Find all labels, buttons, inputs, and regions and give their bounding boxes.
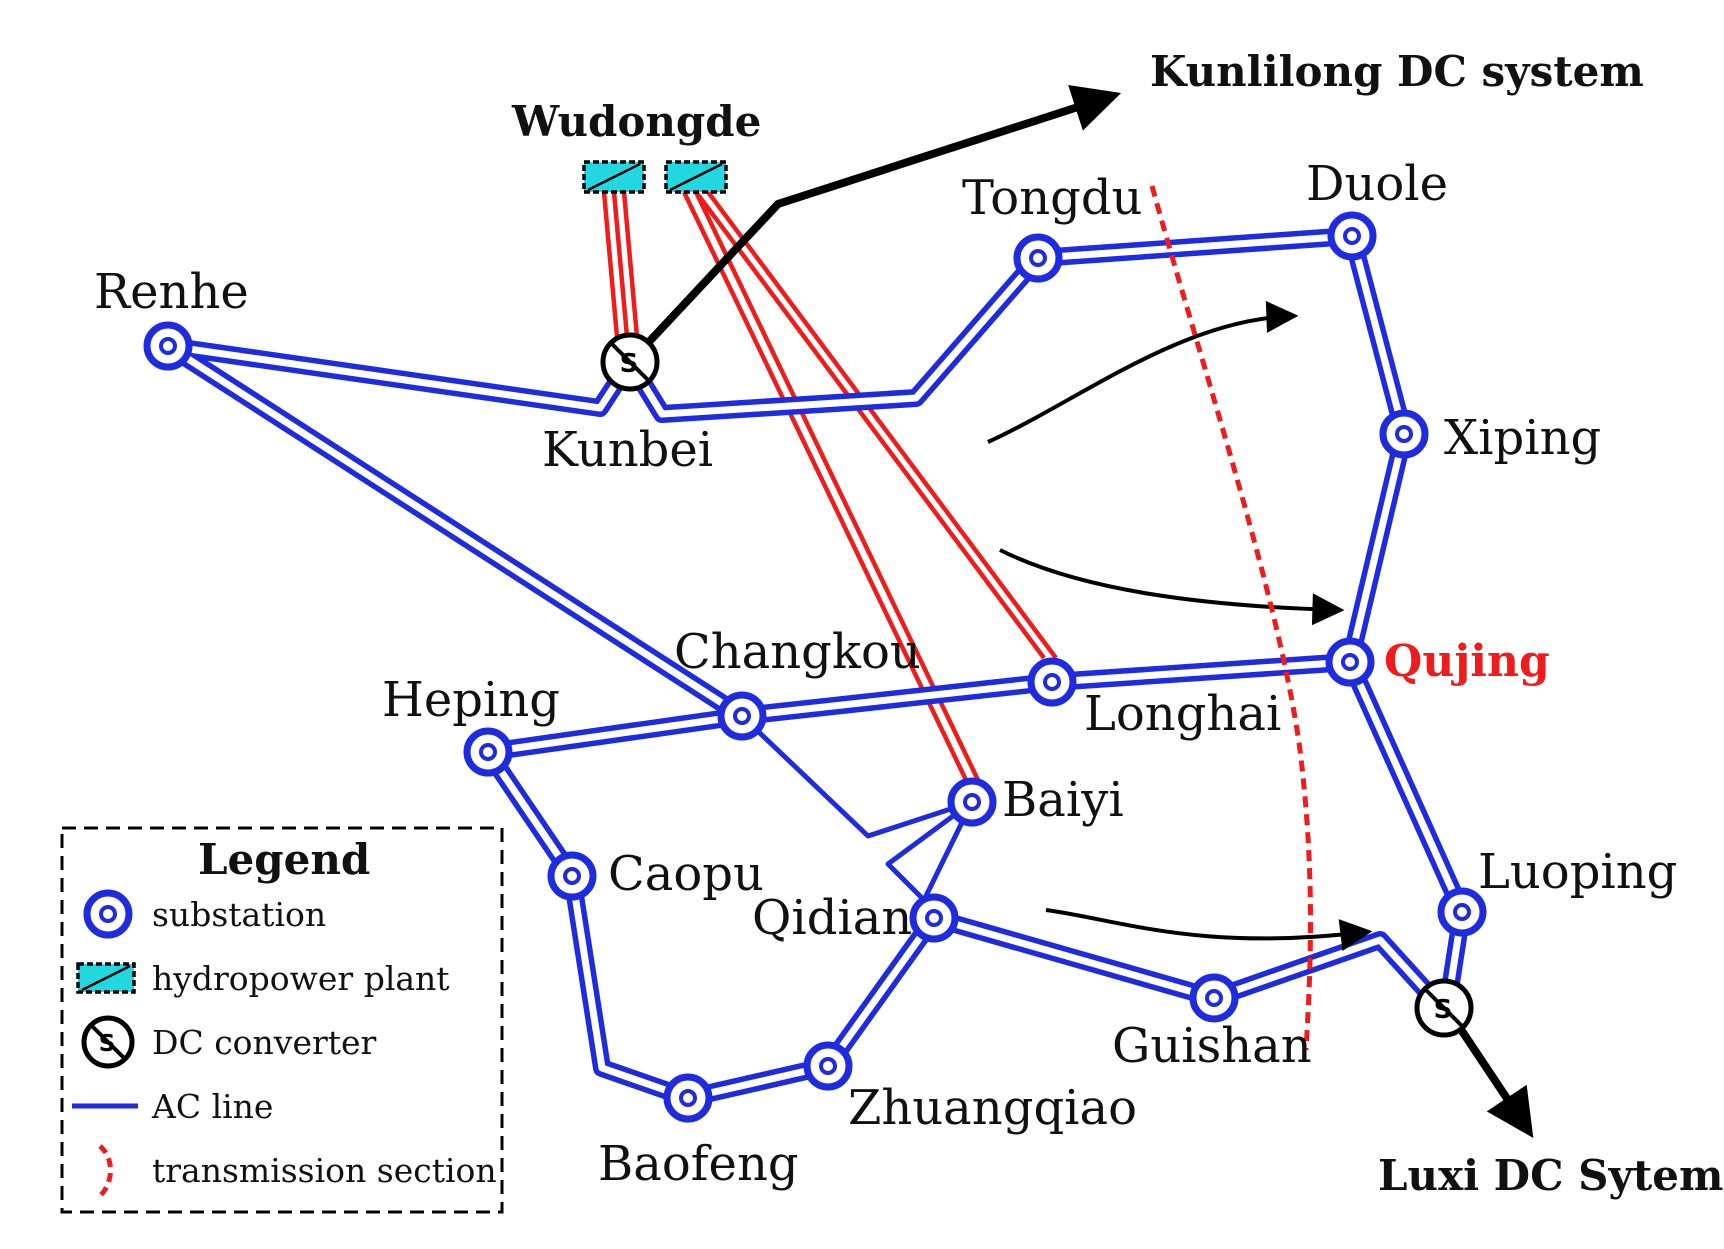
- substation-icon: [947, 777, 997, 827]
- svg-text:S: S: [99, 1031, 116, 1057]
- dc-line-kunlilong: [628, 84, 1122, 364]
- label-kunlilong-dc-system: Kunlilong DC system: [1150, 47, 1644, 96]
- transmission-section-icon: [98, 1144, 113, 1198]
- label-baofeng: Baofeng: [598, 1136, 799, 1192]
- label-qujing: Qujing: [1384, 636, 1550, 687]
- legend-item-dc-converter: S DC converter: [81, 1015, 377, 1069]
- hydro-line: [601, 191, 621, 349]
- substation-icon: [1189, 973, 1239, 1023]
- hydropower-plants: [582, 160, 728, 194]
- dc-converter-icon: S: [600, 332, 660, 392]
- label-renhe: Renhe: [94, 264, 249, 320]
- label-qidian: Qidian: [752, 890, 912, 946]
- substation-icon: [1379, 409, 1429, 459]
- substation-icon: [547, 851, 597, 901]
- hydro-line: [706, 190, 1058, 660]
- label-zhuangqiao: Zhuangqiao: [848, 1080, 1137, 1136]
- legend: Legend substation hydropower plant S DC …: [60, 826, 504, 1214]
- substation-icon: [1027, 657, 1077, 707]
- legend-title: Legend: [198, 835, 370, 884]
- dc-converter-icon: S: [81, 1015, 135, 1069]
- substation-icon: [1325, 637, 1375, 687]
- legend-label: transmission section: [152, 1151, 497, 1190]
- substation-icon: [143, 321, 193, 371]
- svg-text:S: S: [620, 349, 639, 379]
- hydro-lines: [601, 190, 1058, 781]
- substation-icon: [1327, 211, 1377, 261]
- substation-icon: [83, 889, 133, 939]
- legend-box: [60, 826, 504, 1214]
- dc-converter-icon: S: [1414, 978, 1474, 1038]
- flow-arrow: [999, 548, 1345, 626]
- legend-item-hydropower-plant: hydropower plant: [76, 959, 450, 998]
- legend-item-substation: substation: [83, 889, 326, 939]
- substation-icon: [909, 893, 959, 943]
- substation-labels: Renhe Kunbei Tongdu Duole Xiping Qujing …: [94, 156, 1677, 1192]
- label-caopu: Caopu: [608, 846, 764, 902]
- dc-converters: S S: [600, 332, 1474, 1038]
- legend-item-ac-line: AC line: [72, 1087, 273, 1126]
- label-guishan: Guishan: [1112, 1018, 1312, 1074]
- flow-arrow: [987, 300, 1299, 444]
- ac-line-kunbei-tongdu: [622, 252, 1045, 423]
- legend-label: DC converter: [152, 1023, 377, 1062]
- ac-line-changkou-baiyi: [740, 714, 973, 839]
- hydro-line: [693, 191, 981, 781]
- label-longhai: Longhai: [1084, 686, 1281, 742]
- substation-icon: [803, 1041, 853, 1091]
- substation-icon: [1437, 887, 1487, 937]
- substation-icon: [1013, 233, 1063, 283]
- hydro-line: [621, 191, 641, 349]
- substations: [143, 211, 1487, 1123]
- svg-text:S: S: [1434, 995, 1453, 1025]
- label-baiyi: Baiyi: [1002, 772, 1124, 828]
- power-flow-arrows: [987, 300, 1373, 951]
- label-luoping: Luoping: [1478, 844, 1677, 900]
- legend-label: substation: [152, 895, 326, 934]
- hydro-line: [611, 191, 631, 349]
- label-kunbei: Kunbei: [542, 422, 713, 478]
- substation-icon: [463, 727, 513, 777]
- legend-label: hydropower plant: [152, 959, 450, 998]
- label-changkou: Changkou: [674, 624, 921, 680]
- ac-line-baiyi-qidian: [885, 799, 975, 903]
- label-heping: Heping: [382, 672, 560, 728]
- label-wudongde: Wudongde: [511, 97, 761, 146]
- label-xiping: Xiping: [1444, 410, 1601, 466]
- legend-item-transmission-section: transmission section: [98, 1144, 497, 1198]
- hydro-line: [681, 191, 969, 781]
- label-duole: Duole: [1306, 156, 1448, 212]
- hydro-line: [694, 190, 1046, 660]
- substation-icon: [717, 691, 767, 741]
- flow-arrow: [1045, 908, 1373, 951]
- label-luxi-dc-system: Luxi DC Sytem: [1378, 1151, 1723, 1200]
- legend-label: AC line: [151, 1087, 273, 1126]
- substation-icon: [663, 1073, 713, 1123]
- label-tongdu: Tongdu: [962, 170, 1142, 226]
